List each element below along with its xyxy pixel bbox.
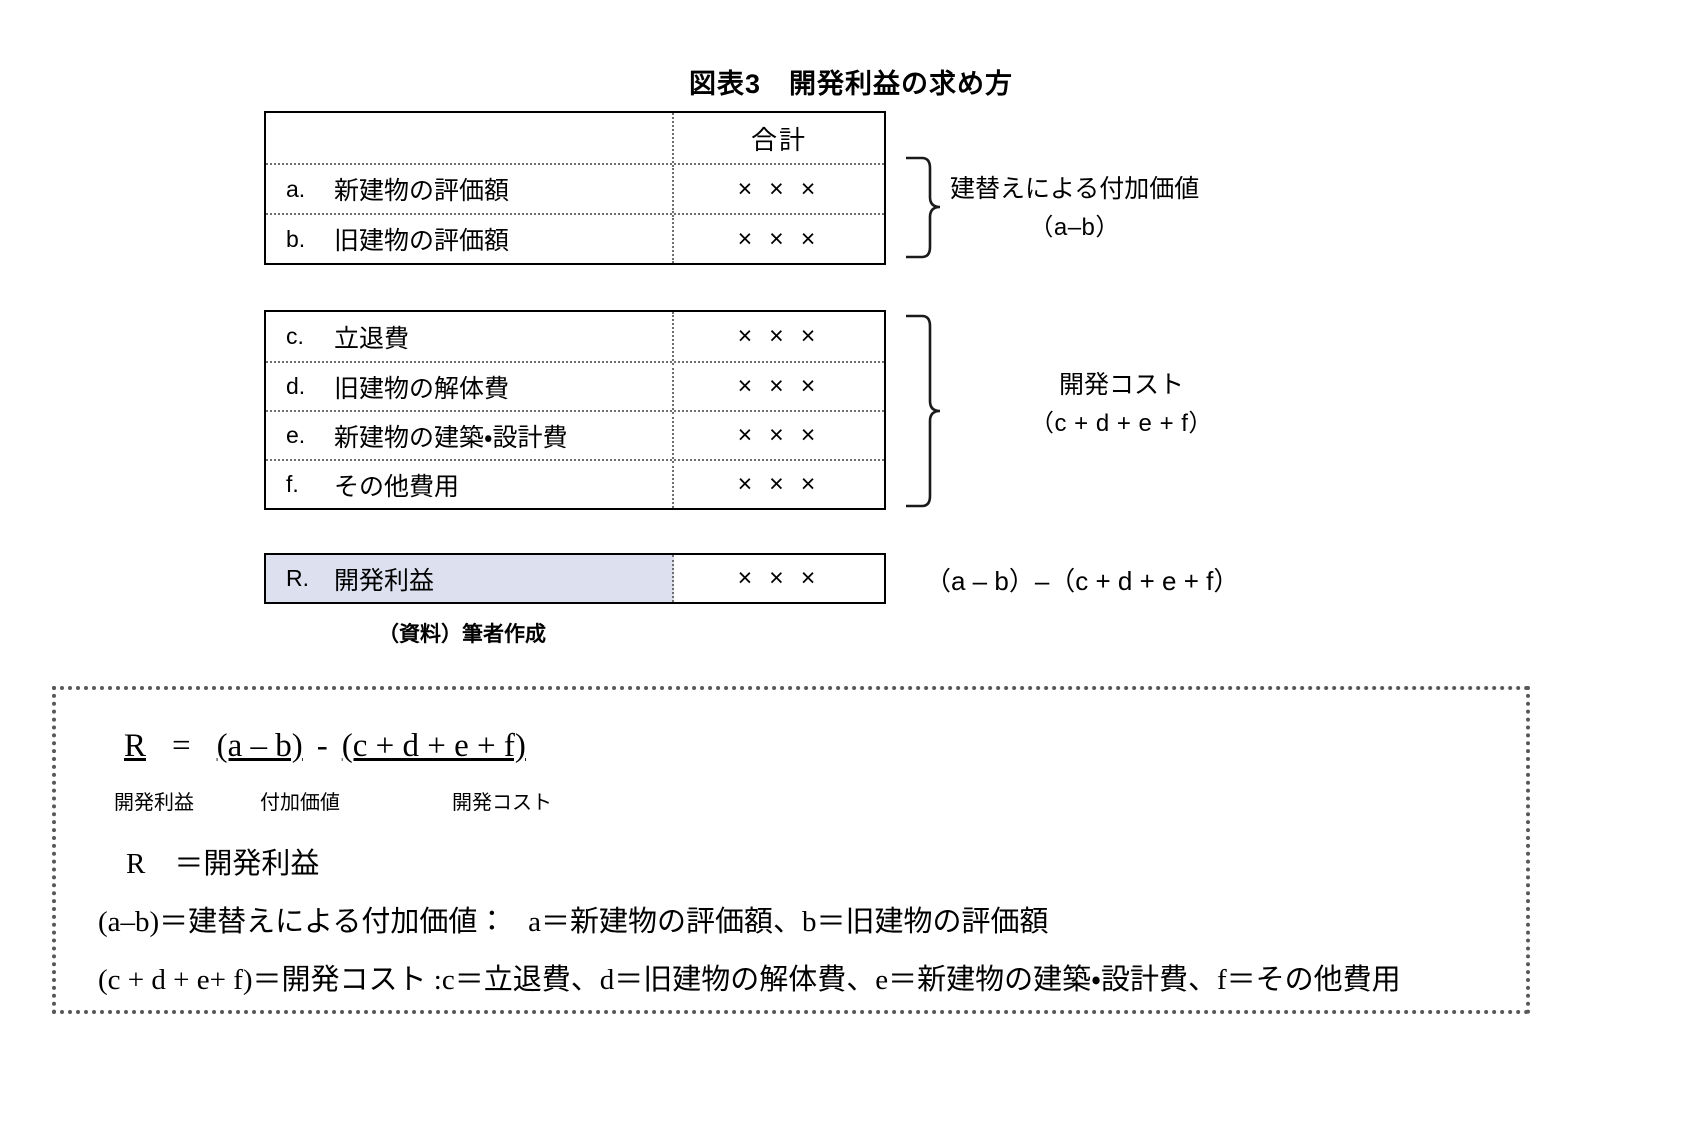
table-row: R. 開発利益 × × × bbox=[266, 555, 884, 602]
row-text-f: その他費用 bbox=[334, 472, 460, 501]
row-label-e: e. 新建物の建築・設計費 bbox=[266, 412, 674, 459]
under-label-r: 開発利益 bbox=[114, 792, 194, 814]
formula-term-cost: (c + d + e + f) bbox=[341, 728, 526, 764]
row-value-r: × × × bbox=[737, 564, 821, 592]
row-text-e: 新建物の建築・設計費 bbox=[334, 423, 568, 452]
under-label-added-value: 付加価値 bbox=[260, 792, 340, 814]
row-text-b: 旧建物の評価額 bbox=[334, 227, 510, 255]
row-label-f: f. その他費用 bbox=[266, 461, 674, 508]
row-value-f: × × × bbox=[737, 470, 821, 498]
row-label-a: a. 新建物の評価額 bbox=[266, 165, 674, 213]
annotation-development-profit: （a – b）–（c + d + e + f） bbox=[925, 566, 1240, 596]
row-label-b: b. 旧建物の評価額 bbox=[266, 215, 674, 263]
row-label-d: d. 旧建物の解体費 bbox=[266, 363, 674, 410]
table-row: d. 旧建物の解体費 × × × bbox=[266, 361, 884, 410]
row-text-a: 新建物の評価額 bbox=[334, 177, 510, 205]
table-building-value: 合計 a. 新建物の評価額 × × × b. 旧建物の評価額 × × × bbox=[264, 111, 886, 265]
row-key-b: b. bbox=[286, 225, 306, 252]
table-row: e. 新建物の建築・設計費 × × × bbox=[266, 410, 884, 459]
annotation-development-cost-title: 開発コスト bbox=[1058, 371, 1184, 399]
row-value-c: × × × bbox=[737, 322, 821, 350]
formula-minus-sign: - bbox=[316, 728, 328, 764]
table-row: c. 立退費 × × × bbox=[266, 312, 884, 361]
under-label-cost: 開発コスト bbox=[452, 792, 552, 814]
annotation-development-cost-formula: （c + d + e + f） bbox=[1030, 409, 1213, 437]
row-value-e: × × × bbox=[737, 421, 821, 449]
source-note: （資料）筆者作成 bbox=[378, 623, 546, 646]
formula-term-added-value: (a – b) bbox=[216, 728, 303, 764]
table-row: f. その他費用 × × × bbox=[266, 459, 884, 508]
table-row: b. 旧建物の評価額 × × × bbox=[266, 213, 884, 263]
legend-line-added-value: (a–b)＝建替えによる付加価値 ： a＝新建物の評価額、b＝旧建物の評価額 bbox=[98, 906, 1049, 938]
row-key-c: c. bbox=[286, 323, 304, 349]
formula-under-labels: 開発利益 付加価値 開発コスト bbox=[114, 786, 552, 815]
formula-main-expression: R = (a – b)-(c + d + e + f) bbox=[124, 728, 526, 765]
row-text-r: 開発利益 bbox=[334, 566, 435, 595]
table-row: a. 新建物の評価額 × × × bbox=[266, 163, 884, 213]
row-key-f: f. bbox=[286, 471, 299, 497]
row-text-c: 立退費 bbox=[334, 324, 410, 353]
row-key-e: e. bbox=[286, 422, 306, 448]
header-cell-blank bbox=[266, 113, 674, 163]
table-header-row: 合計 bbox=[266, 113, 884, 163]
row-label-c: c. 立退費 bbox=[266, 312, 674, 361]
brace-added-value bbox=[900, 155, 960, 265]
legend-line-cost: (c + d + e+ f)＝開発コスト :c＝立退費、d＝旧建物の解体費、e＝… bbox=[98, 964, 1401, 996]
annotation-development-cost: 開発コスト （c + d + e + f） bbox=[1030, 366, 1213, 442]
row-text-d: 旧建物の解体費 bbox=[334, 374, 510, 403]
annotation-added-value-formula: （a–b） bbox=[1029, 213, 1120, 241]
table-development-cost: c. 立退費 × × × d. 旧建物の解体費 × × × e. 新建物の建築・… bbox=[264, 310, 886, 510]
row-value-b: × × × bbox=[737, 224, 821, 253]
row-label-r: R. 開発利益 bbox=[266, 555, 674, 602]
annotation-added-value: 建替えによる付加価値 （a–b） bbox=[950, 170, 1199, 246]
row-key-d: d. bbox=[286, 373, 306, 399]
formula-box: R=(a – b)-(c + d + e + f) 開発利益付加価値開発コスト … bbox=[52, 686, 1530, 1014]
header-cell-total: 合計 bbox=[750, 124, 807, 155]
formula-equals-sign: = bbox=[172, 728, 191, 764]
page-title: 図表3 開発利益の求め方 bbox=[688, 69, 1013, 99]
row-value-d: × × × bbox=[737, 372, 821, 400]
annotation-added-value-title: 建替えによる付加価値 bbox=[950, 175, 1200, 203]
formula-term-r: R bbox=[124, 728, 147, 764]
row-key-r: R. bbox=[286, 565, 309, 591]
table-development-profit: R. 開発利益 × × × bbox=[264, 553, 886, 604]
legend-line-r: R ＝開発利益 bbox=[126, 848, 320, 880]
row-key-a: a. bbox=[286, 175, 306, 202]
brace-development-cost bbox=[900, 313, 960, 514]
row-value-a: × × × bbox=[737, 174, 821, 203]
